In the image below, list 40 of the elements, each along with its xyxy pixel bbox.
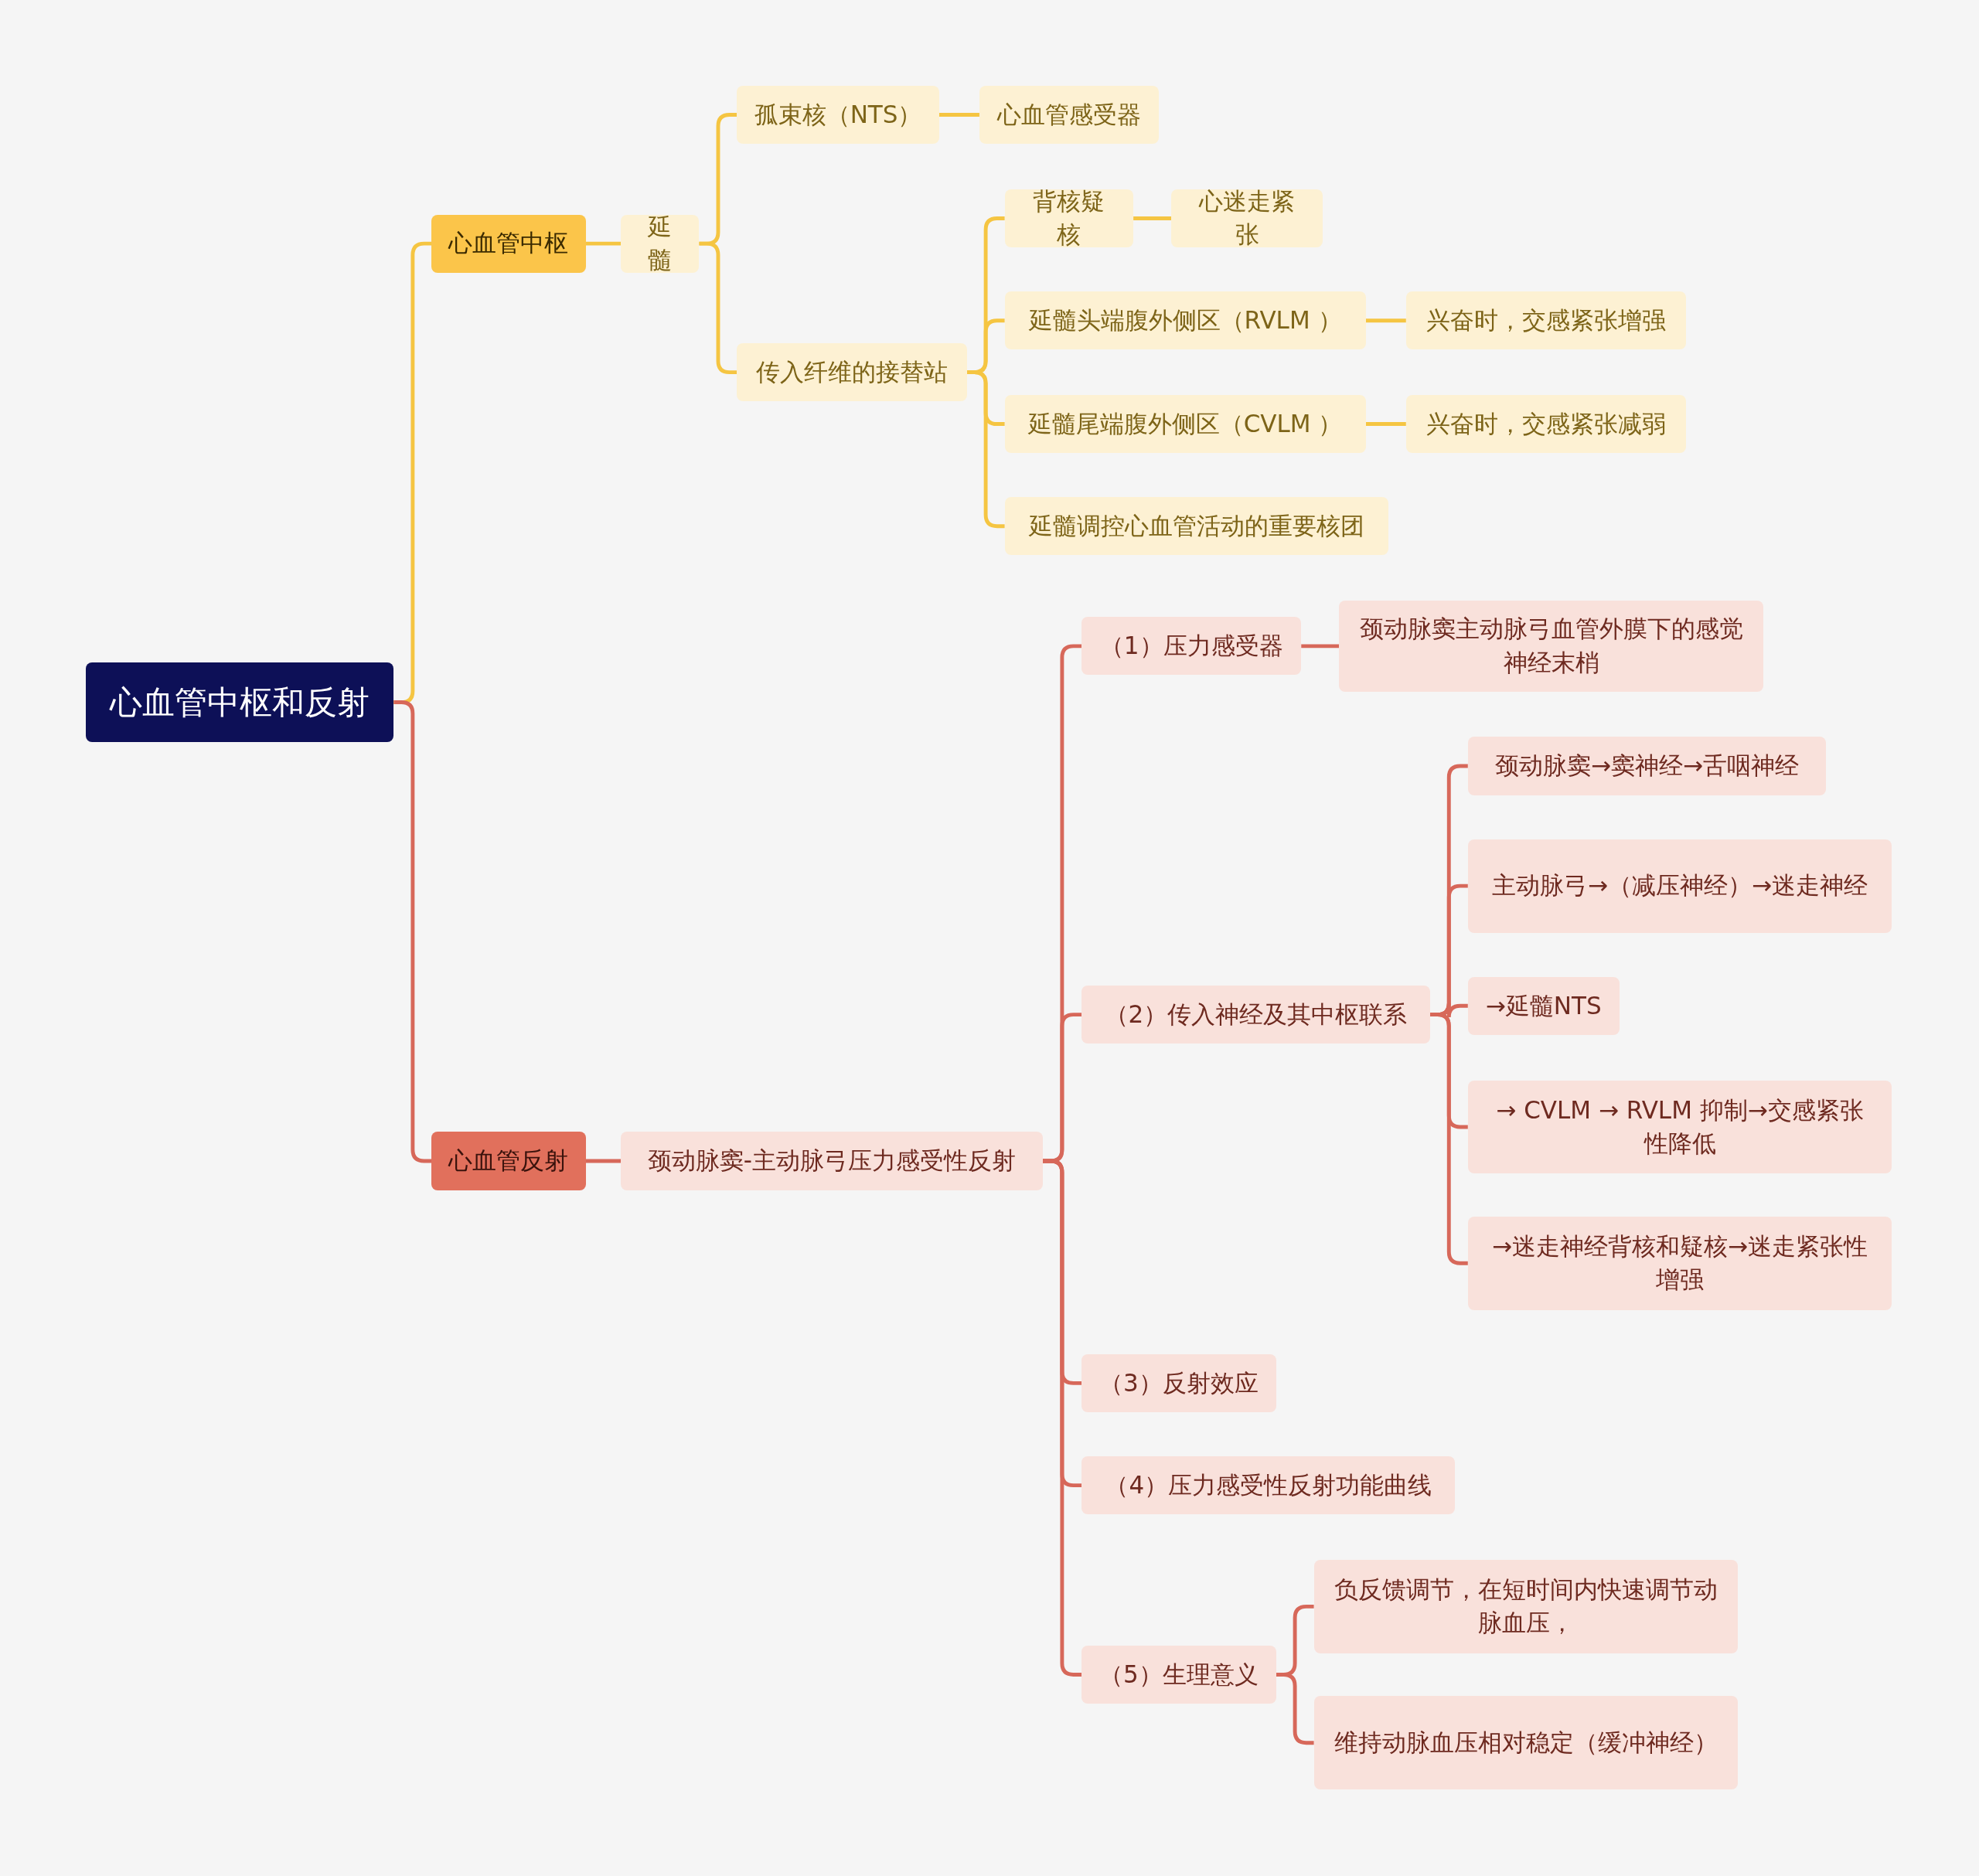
topic-box: （4）压力感受性反射功能曲线 bbox=[1081, 1456, 1456, 1515]
topic-box: 心迷走紧张 bbox=[1171, 189, 1323, 247]
topic-box: →延髓NTS bbox=[1467, 976, 1620, 1035]
topic-box: 维持动脉血压相对稳定（缓冲神经） bbox=[1313, 1696, 1739, 1790]
topic-box: 心血管感受器 bbox=[979, 86, 1159, 145]
topic-box: 主动脉弓→（减压神经）→迷走神经 bbox=[1467, 839, 1892, 933]
connector-line bbox=[938, 113, 979, 117]
topic-box: 孤束核（NTS） bbox=[737, 86, 939, 145]
topic-box: （2）传入神经及其中枢联系 bbox=[1081, 986, 1430, 1044]
topic-box: 延髓头端腹外侧区（RVLM ） bbox=[1004, 291, 1366, 350]
connector-line bbox=[1301, 644, 1340, 649]
topic-box: 颈动脉窦-主动脉弓压力感受性反射 bbox=[621, 1132, 1043, 1190]
connector-line bbox=[966, 370, 1005, 529]
connector-line bbox=[585, 241, 622, 246]
topic-box: 延髓尾端腹外侧区（CVLM ） bbox=[1004, 395, 1366, 454]
connector-line bbox=[1276, 1673, 1314, 1745]
topic-box: 颈动脉窦主动脉弓血管外膜下的感觉神经末梢 bbox=[1339, 601, 1763, 692]
connector-line bbox=[699, 241, 737, 375]
connector-line bbox=[1365, 318, 1406, 323]
topic-box: 负反馈调节，在短时间内快速调节动脉血压， bbox=[1313, 1559, 1739, 1653]
topic-box: 心血管中枢 bbox=[431, 214, 586, 273]
topic-box: 心血管反射 bbox=[431, 1132, 586, 1190]
topic-box: 传入纤维的接替站 bbox=[737, 343, 967, 402]
topic-box: → CVLM → RVLM 抑制→交感紧张性降低 bbox=[1467, 1080, 1892, 1174]
topic-box: 颈动脉窦→窦神经→舌咽神经 bbox=[1467, 737, 1827, 795]
root-topic: 心血管中枢和反射 bbox=[86, 662, 394, 742]
connector-line bbox=[1365, 422, 1406, 427]
topic-box: （1）压力感受器 bbox=[1081, 617, 1302, 676]
connector-line bbox=[393, 700, 432, 1163]
topic-box: 延髓调控心血管活动的重要核团 bbox=[1004, 497, 1388, 556]
topic-box: （5）生理意义 bbox=[1081, 1645, 1276, 1704]
connector-line bbox=[1429, 1013, 1468, 1265]
topic-box: （3）反射效应 bbox=[1081, 1353, 1276, 1412]
topic-box: 延髓 bbox=[621, 214, 700, 273]
connector-line bbox=[585, 1159, 622, 1163]
topic-box: →迷走神经背核和疑核→迷走紧张性增强 bbox=[1467, 1216, 1892, 1310]
connector-line bbox=[1133, 216, 1172, 220]
topic-box: 背核疑核 bbox=[1004, 189, 1134, 247]
topic-box: 兴奋时，交感紧张增强 bbox=[1405, 291, 1687, 350]
topic-box: 兴奋时，交感紧张减弱 bbox=[1405, 395, 1687, 454]
